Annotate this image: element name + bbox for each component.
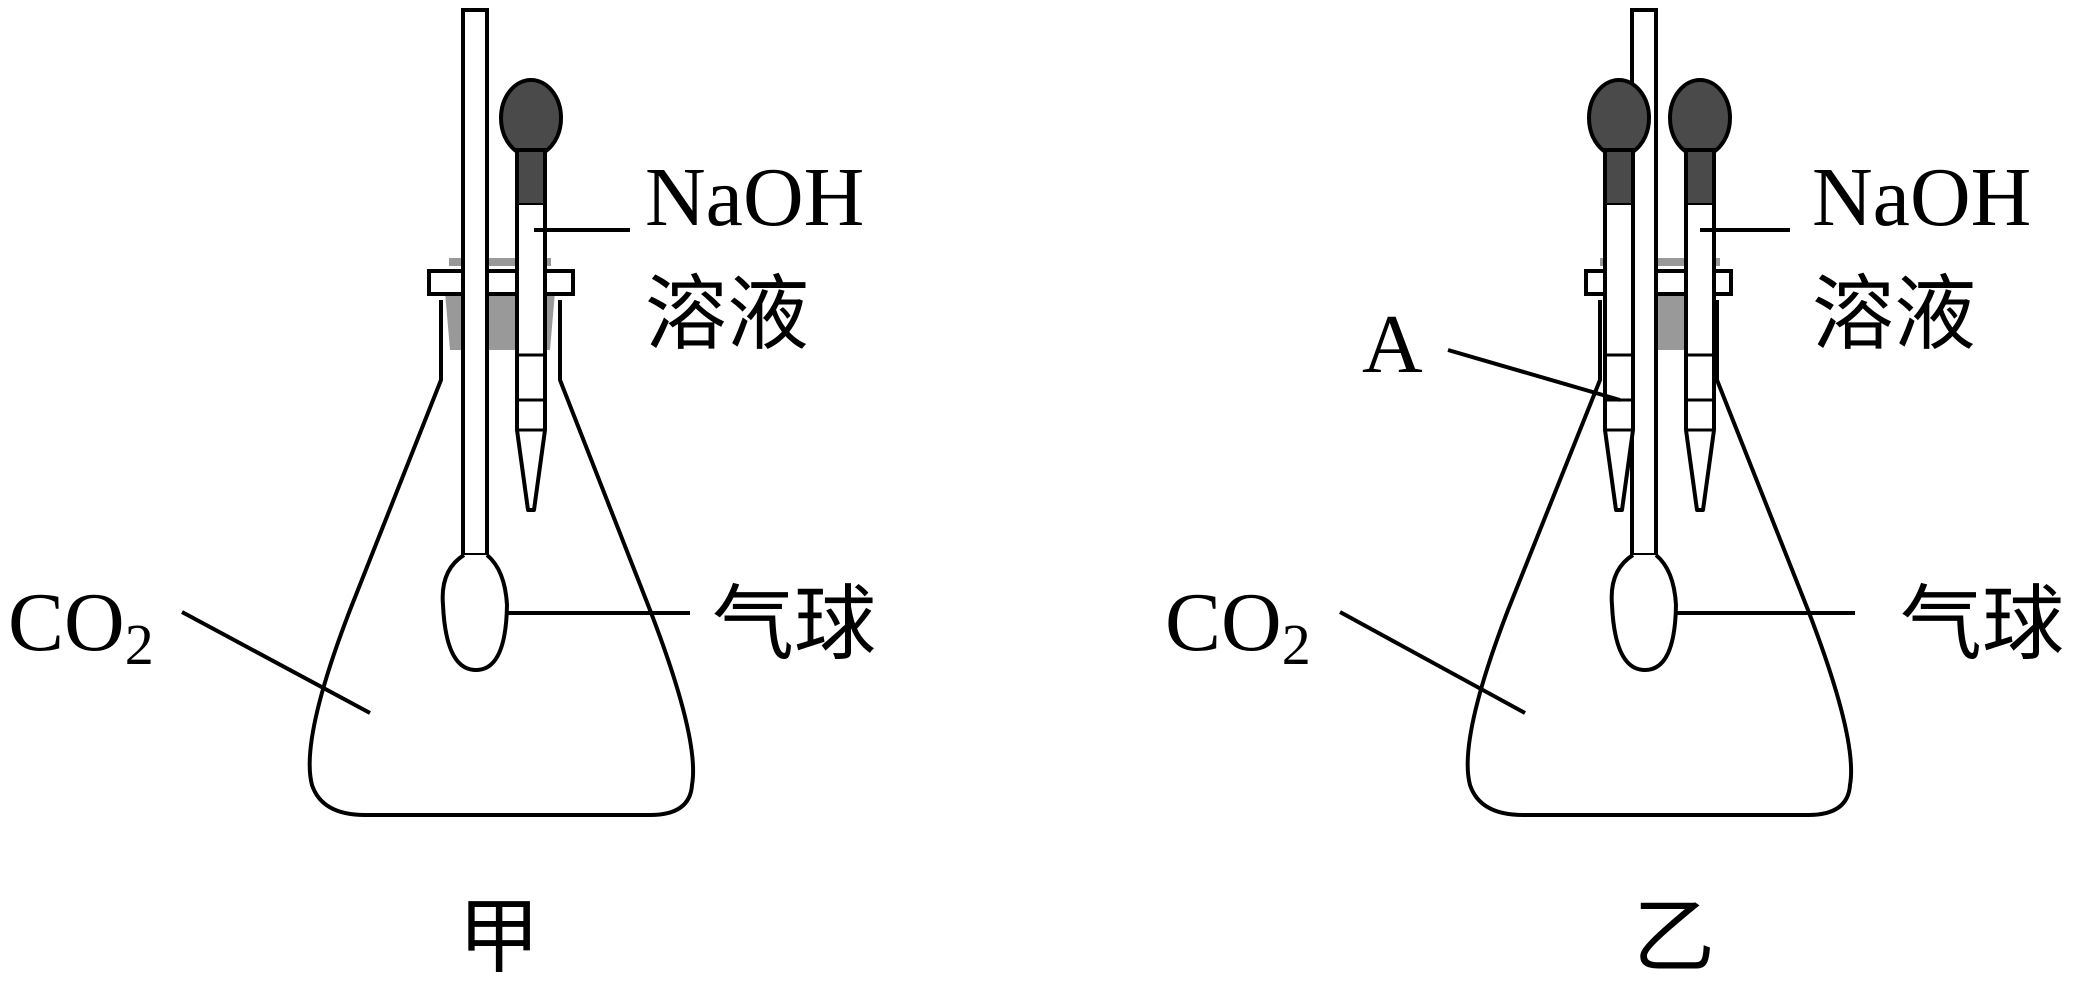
label-solution: 溶液 — [645, 267, 809, 362]
label-co2: CO2 — [8, 576, 154, 677]
flask-body — [307, 300, 696, 817]
label-co2-sub: 2 — [1282, 612, 1311, 677]
dropper-bulb — [499, 78, 563, 158]
dropper-a-bulb — [1587, 78, 1651, 158]
leader-a — [1447, 348, 1621, 402]
label-balloon: 气球 — [712, 577, 876, 672]
label-co2-main: CO — [8, 576, 125, 669]
dropper-b-bulb — [1668, 78, 1732, 158]
dropper-a-tube — [1603, 205, 1635, 512]
stopper-top — [449, 258, 551, 266]
leader-co2 — [1339, 610, 1526, 715]
glass-tube — [461, 8, 489, 557]
dropper-neck — [515, 148, 547, 207]
dropper-a-neck — [1603, 148, 1635, 207]
flask-body — [1465, 300, 1854, 817]
balloon — [440, 553, 510, 673]
label-co2-sub: 2 — [125, 612, 154, 677]
dropper-b-tube — [1684, 205, 1716, 512]
label-naoh: NaOH — [645, 151, 864, 244]
dropper-tube — [515, 205, 547, 512]
apparatus-jia: NaOH 溶液 气球 CO2 甲 — [8, 8, 876, 985]
label-co2: CO2 — [1165, 576, 1311, 677]
label-solution: 溶液 — [1812, 267, 1976, 362]
leader-co2 — [181, 610, 371, 715]
label-balloon: 气球 — [1900, 577, 2064, 672]
label-a: A — [1362, 298, 1423, 391]
dropper-b-neck — [1684, 148, 1716, 207]
caption-jia: 甲 — [458, 890, 540, 985]
label-naoh: NaOH — [1812, 151, 2031, 244]
flask-collar — [427, 269, 575, 296]
label-co2-main: CO — [1165, 576, 1282, 669]
balloon — [1609, 553, 1679, 673]
apparatus-yi: NaOH 溶液 A 气球 CO2 乙 — [1165, 8, 2064, 985]
stopper-top — [1600, 258, 1720, 266]
caption-yi: 乙 — [1633, 890, 1715, 985]
